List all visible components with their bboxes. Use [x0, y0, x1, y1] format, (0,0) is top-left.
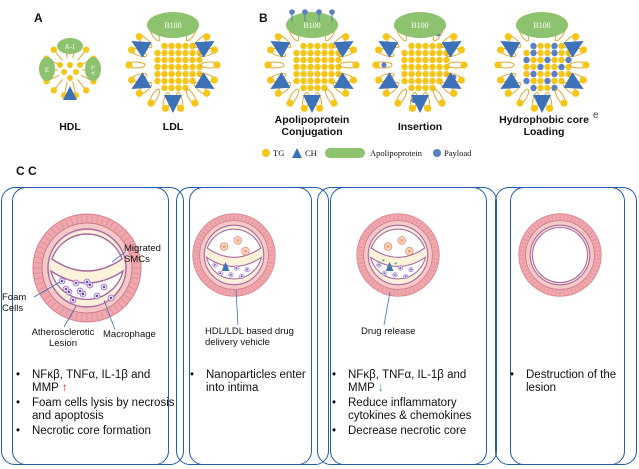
stage-2-bullets: Nanoparticles enter into intima [188, 369, 308, 397]
payload-legend-label: Payload [444, 148, 472, 158]
stage-3-bullet-3: Decrease necrotic core [332, 425, 492, 438]
hdl-apo-a1: A-1 [65, 43, 76, 51]
hdl-caption: HDL [59, 121, 81, 133]
ldl-caption: LDL [162, 121, 184, 133]
atherosclerotic-lesion-label: Atherosclerotic Lesion [31, 327, 95, 349]
tg-legend-dot [262, 149, 270, 157]
vessel-stage-4 [518, 213, 602, 297]
conjugation-particle: B100 [264, 9, 360, 113]
stage-1-card [1, 187, 169, 465]
panel-a-label: A [34, 11, 43, 25]
foam-cells-label: Foam Cells [2, 292, 27, 314]
stage-2-bullet-1: Nanoparticles enter into intima [190, 369, 308, 395]
hdl-apo-av: A-V [89, 65, 95, 76]
stage-3-bullet-2: Reduce inflammatory cytokines & chemokin… [332, 397, 492, 423]
hdl-particle: A-1 E A-V [39, 38, 101, 100]
insertion-caption: Insertion [397, 121, 443, 133]
panel-c-label: C C [16, 164, 37, 178]
svg-text:B100: B100 [164, 21, 181, 30]
legend: TG CH Apolipoprotein Payload [262, 147, 602, 161]
hdl-apo-e: E [45, 66, 49, 74]
decrease-arrow-icon: ↓ [377, 382, 384, 394]
core-loading-caption: Hydrophobic core Loading [499, 114, 589, 138]
vessel-stage-3 [356, 213, 440, 297]
apo-legend-swatch [325, 148, 365, 158]
insertion-particle: B100 [372, 12, 468, 113]
stage-4-bullets: Destruction of the lesion [508, 369, 620, 397]
stage-1-bullet-3: Necrotic core formation [16, 425, 176, 438]
vessel-stage-1 [32, 213, 142, 323]
stage-3-card [317, 187, 487, 465]
stage-2-card [176, 187, 312, 465]
payload-legend-dot [433, 149, 441, 157]
apo-legend-label: Apolipoprotein [370, 148, 422, 158]
ch-legend-triangle [292, 148, 302, 158]
core-loading-particle: B100 [494, 12, 590, 113]
stage-3-bullet-1: NFκβ, TNFα, IL-1β and MMP ↓ [332, 369, 492, 395]
stage-1-bullets: NFκβ, TNFα, IL-1β and MMP ↑ Foam cells l… [14, 369, 176, 440]
tg-legend-label: TG [273, 148, 285, 158]
stray-glyph: e [593, 110, 599, 121]
panel-b-label: B [259, 11, 268, 25]
svg-text:B100: B100 [411, 21, 428, 30]
ch-legend-label: CH [305, 148, 317, 158]
conjugation-caption: Apolipoprotein Conjugation [274, 114, 350, 138]
svg-text:B100: B100 [303, 21, 320, 30]
stage-1-bullet-2: Foam cells lysis by necrosis and apoptos… [16, 397, 176, 423]
migrated-smcs-label: Migrated SMCs [124, 243, 161, 265]
ldl-particle: B100 [125, 12, 221, 113]
stage-4-card [495, 187, 625, 465]
delivery-vehicle-label: HDL/LDL based drug delivery vehicle [205, 326, 294, 348]
stage-1-bullet-1: NFκβ, TNFα, IL-1β and MMP ↑ [16, 369, 176, 395]
vessel-stage-2 [192, 213, 276, 297]
increase-arrow-icon: ↑ [61, 382, 68, 394]
stage-3-bullets: NFκβ, TNFα, IL-1β and MMP ↓ Reduce infla… [330, 369, 492, 440]
macrophage-label: Macrophage [103, 329, 156, 340]
stage-4-bullet-1: Destruction of the lesion [510, 369, 620, 395]
drug-release-label: Drug release [361, 326, 416, 337]
svg-text:B100: B100 [533, 21, 550, 30]
